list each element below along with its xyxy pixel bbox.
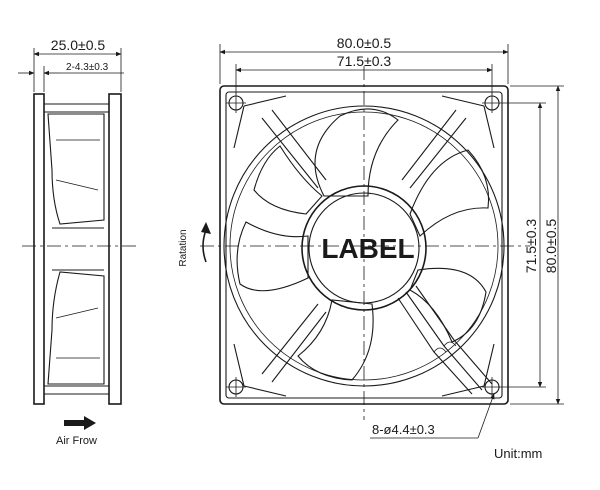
side-rail-right [108, 93, 122, 405]
front-view: LABEL Ratation 80.0±0.5 71.5±0.3 [178, 35, 564, 439]
depth-dim-text: 25.0±0.5 [51, 37, 106, 53]
strut-tr [401, 109, 467, 189]
hub-label: LABEL [321, 233, 414, 264]
corner-web-br [441, 343, 495, 397]
blade-2 [409, 149, 490, 237]
blade-5 [236, 221, 309, 292]
airflow-arrow-icon [64, 416, 96, 430]
side-blade-lower [47, 271, 105, 385]
side-view: 25.0±0.5 2-4.3±0.3 Air Frow [18, 37, 136, 447]
width-hole-dim-text: 71.5±0.3 [337, 53, 392, 69]
corner-web-tl [233, 95, 287, 149]
airflow-label: Air Frow [56, 435, 97, 447]
corner-web-tr [441, 95, 495, 149]
hole-callout-leader [477, 393, 495, 439]
mounting-holes [226, 93, 502, 397]
rib-dim-text: 2-4.3±0.3 [66, 62, 109, 73]
corner-web-bl [233, 343, 287, 397]
width-outer-dim-text: 80.0±0.5 [337, 35, 392, 51]
hole-callout-text: 8-ø4.4±0.3 [372, 422, 435, 437]
blade-1 [314, 108, 399, 197]
strut-tl [261, 109, 327, 189]
strut-bl [261, 303, 327, 383]
height-outer-dim-text: 80.0±0.5 [543, 219, 559, 274]
unit-note: Unit:mm [494, 446, 542, 461]
blade-4 [297, 299, 374, 381]
rotation-label: Ratation [178, 229, 189, 266]
side-blade-upper [47, 113, 105, 225]
height-hole-dim-text: 71.5±0.3 [523, 219, 539, 274]
side-rail-left [33, 93, 45, 405]
blade-6 [253, 145, 323, 215]
